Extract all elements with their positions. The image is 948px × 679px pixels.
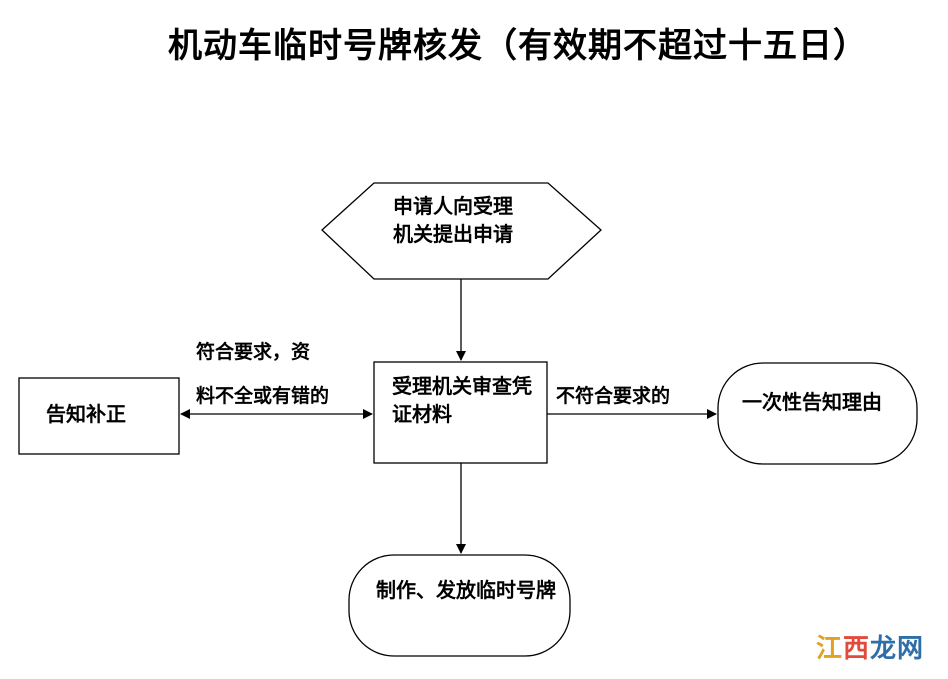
left-edge-label-line2: 料不全或有错的 xyxy=(196,385,330,407)
watermark-logo: 江西龙网 xyxy=(815,634,924,664)
diagram-title: 机动车临时号牌核发（有效期不超过十五日） xyxy=(168,26,868,66)
issue-text: 制作、发放临时号牌 xyxy=(376,578,556,602)
apply-hexagon xyxy=(321,182,602,280)
issue-box xyxy=(348,554,571,657)
reject-notice-box xyxy=(717,362,918,465)
apply-text: 申请人向受理机关提出申请 xyxy=(393,194,513,246)
supplement-text: 告知补正 xyxy=(46,402,126,426)
reject-notice-text: 一次性告知理由 xyxy=(742,390,882,414)
supplement-box xyxy=(18,377,180,455)
right-edge-label: 不符合要求的 xyxy=(556,385,671,407)
review-text: 受理机关审查凭证材料 xyxy=(392,374,532,426)
review-box xyxy=(373,361,548,464)
left-edge-label-line1: 符合要求，资 xyxy=(196,341,311,363)
